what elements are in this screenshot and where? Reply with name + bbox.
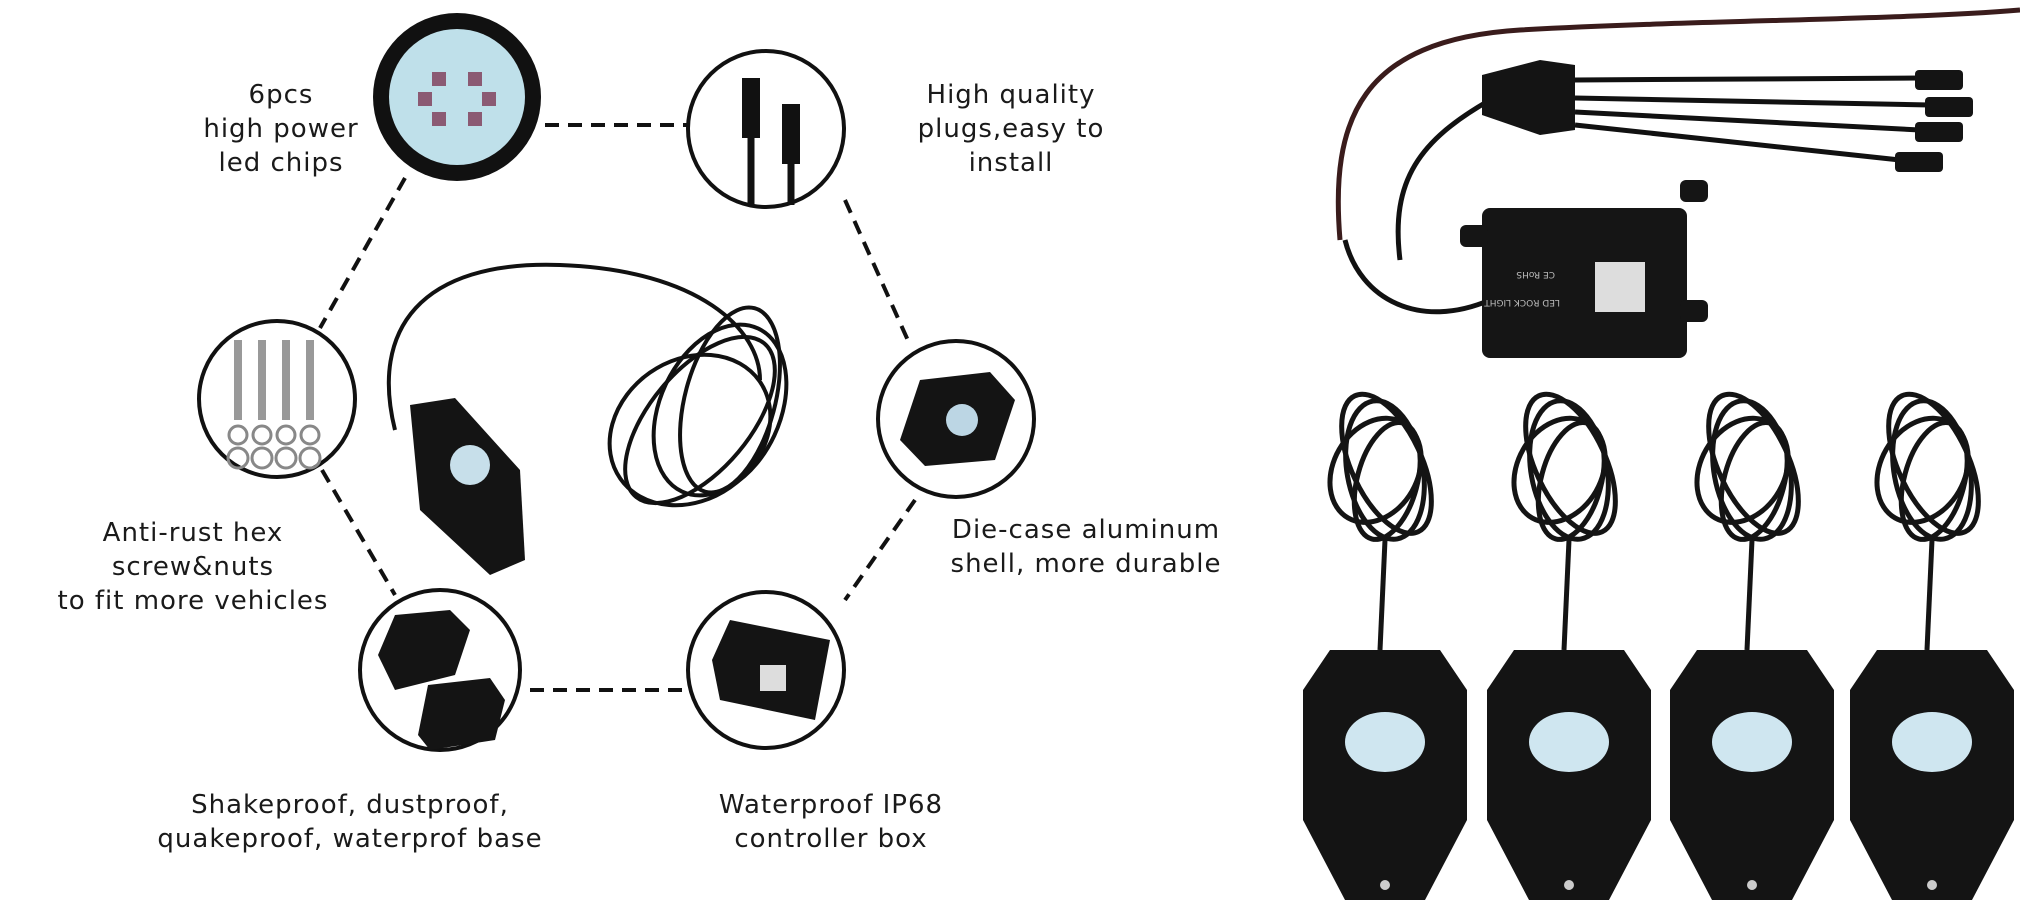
rock-light-pod-with-cable	[386, 262, 789, 575]
controller-kit	[1335, 7, 2020, 358]
label-line: screw&nuts	[111, 552, 275, 582]
label-line: quakeproof, waterprof base	[157, 824, 543, 854]
screws-nuts-icon	[197, 319, 357, 479]
waterproof-plug-icon	[686, 49, 846, 209]
led-chip-closeup-icon	[373, 13, 541, 181]
label-line: Die-case aluminum	[951, 515, 1221, 545]
controller-certification-marks: CE RoHS	[1516, 269, 1555, 279]
feature-label-base: Shakeproof, dustproof, quakeproof, water…	[157, 788, 542, 856]
rock-light-pod	[1487, 391, 1651, 900]
feature-label-controller: Waterproof IP68 controller box	[719, 788, 943, 856]
dashed-connectors	[318, 123, 917, 692]
label-line: Shakeproof, dustproof,	[191, 790, 509, 820]
rock-light-pod	[1850, 391, 2014, 900]
feature-label-plugs: High quality plugs,easy to install	[918, 78, 1105, 180]
rock-light-pod	[1670, 391, 1834, 900]
label-line: shell, more durable	[950, 549, 1222, 579]
label-line: led chips	[218, 148, 344, 178]
label-line: Anti-rust hex	[102, 518, 284, 548]
rock-light-pod	[1303, 391, 1467, 900]
label-line: 6pcs	[248, 80, 314, 110]
mounting-base-icon	[358, 588, 522, 752]
label-line: to fit more vehicles	[57, 586, 329, 616]
feature-label-led-chips: 6pcs high power led chips	[203, 78, 358, 180]
aluminum-shell-icon	[876, 339, 1036, 499]
label-line: high power	[203, 114, 359, 144]
label-line: install	[968, 148, 1054, 178]
feature-label-screws: Anti-rust hex screw&nuts to fit more veh…	[58, 516, 329, 618]
label-line: controller box	[734, 824, 928, 854]
rock-light-pods	[1303, 391, 2014, 900]
controller-box-icon	[686, 590, 846, 750]
label-line: plugs,easy to	[917, 114, 1105, 144]
label-line: High quality	[926, 80, 1096, 110]
feature-label-shell: Die-case aluminum shell, more durable	[951, 513, 1222, 581]
controller-label: LED ROCK LIGHT	[1484, 297, 1560, 307]
label-line: Waterproof IP68	[718, 790, 944, 820]
